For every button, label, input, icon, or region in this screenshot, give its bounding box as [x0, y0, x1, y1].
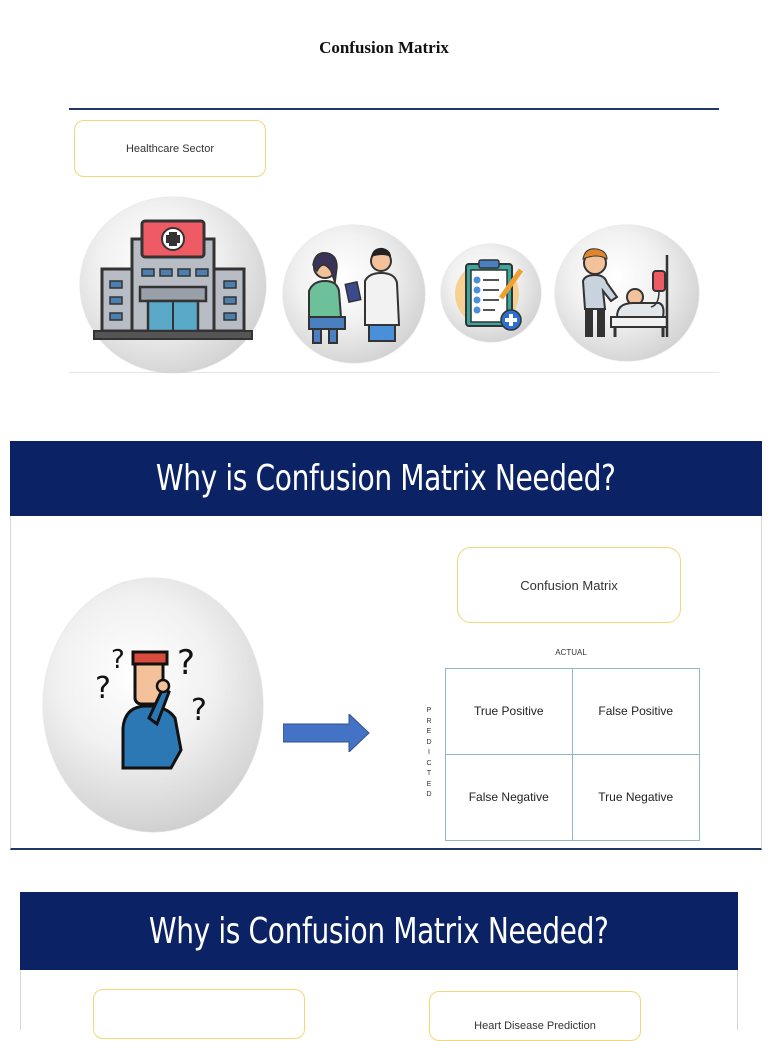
- svg-text:?: ?: [111, 645, 125, 675]
- slide3-left-box: [93, 989, 305, 1039]
- healthcare-sector-box: Healthcare Sector: [74, 120, 266, 177]
- svg-text:?: ?: [95, 671, 111, 706]
- svg-text:?: ?: [177, 643, 195, 683]
- confusion-matrix-box-label: Confusion Matrix: [520, 577, 618, 593]
- slide3-header-title: Why is Confusion Matrix Needed?: [149, 910, 609, 952]
- healthcare-sector-label: Healthcare Sector: [125, 142, 215, 155]
- svg-text:?: ?: [191, 693, 207, 728]
- true-positive-cell: True Positive: [446, 669, 573, 755]
- patient-bed-icon: [555, 225, 699, 361]
- healthcare-slide: Healthcare Sector: [69, 108, 719, 373]
- true-negative-cell: True Negative: [598, 790, 674, 805]
- arrow-right-icon: [283, 714, 370, 752]
- predicted-axis-label: P R E D I C T E D: [426, 707, 432, 798]
- document-title: Confusion Matrix: [319, 38, 449, 57]
- doctor-patient-icon: [283, 225, 425, 363]
- slide3-body: Heart Disease Prediction: [20, 970, 738, 1041]
- actual-axis-label: ACTUAL: [555, 648, 587, 657]
- hospital-icon: [80, 197, 266, 373]
- slide3-right-box: Heart Disease Prediction: [429, 991, 641, 1041]
- heart-disease-prediction-label: Heart Disease Prediction: [474, 1020, 596, 1032]
- confused-person-icon: ? ? ? ?: [43, 578, 263, 832]
- confusion-matrix-box: Confusion Matrix: [457, 547, 681, 623]
- confusion-matrix-slide: ? ? ? ? Confusion Matrix ACTUAL P R E D …: [10, 516, 762, 850]
- slide3-header: Why is Confusion Matrix Needed?: [20, 892, 738, 970]
- slide2-header: Why is Confusion Matrix Needed?: [10, 441, 762, 516]
- false-negative-cell: False Negative: [446, 754, 573, 840]
- false-positive-cell: False Positive: [572, 669, 699, 755]
- slide2-header-title: Why is Confusion Matrix Needed?: [156, 458, 616, 499]
- confusion-matrix-table: True Positive False Positive False Negat…: [445, 668, 700, 841]
- medical-checklist-icon: [441, 244, 541, 342]
